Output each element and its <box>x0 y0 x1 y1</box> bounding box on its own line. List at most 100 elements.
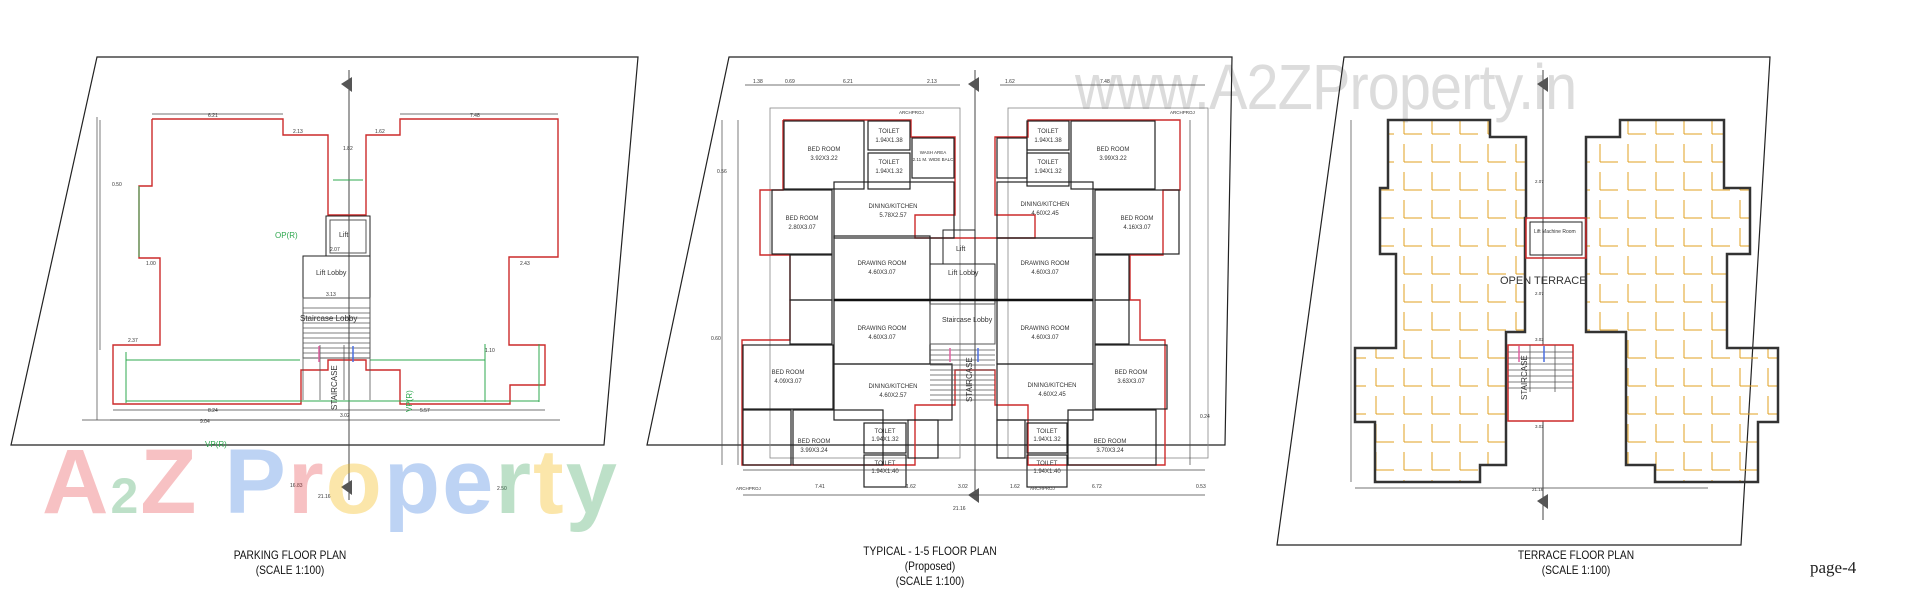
page-number: page-4 <box>1810 558 1857 577</box>
parking-floor-plan <box>10 56 639 500</box>
room-size: 4.60X3.07 <box>1031 335 1059 341</box>
staircase-label: STAIRCASE <box>330 365 339 410</box>
room-name: TOILET <box>1038 160 1059 166</box>
room-name: TOILET <box>875 429 896 435</box>
open-terrace-label: OPEN TERRACE <box>1500 275 1587 287</box>
room-name: DINING/KITCHEN <box>1027 383 1076 389</box>
logo-letter: Z <box>140 431 199 533</box>
staircase-lobby-label: Staircase Lobby <box>300 314 357 323</box>
room-size: 4.60X3.07 <box>868 270 896 276</box>
room-size: 1.94X1.32 <box>1034 169 1062 175</box>
room-name: DRAWING ROOM <box>857 326 906 332</box>
dim: 2.13 <box>927 79 937 85</box>
typical-floor-plan <box>646 56 1233 503</box>
dim: 0.53 <box>1196 484 1206 490</box>
dim: 7.48 <box>1100 79 1110 85</box>
dim: 2.43 <box>520 261 530 267</box>
logo-letter: r <box>287 431 326 533</box>
logo-letter: t <box>533 431 566 533</box>
room-size: 1.94X1.40 <box>871 469 899 475</box>
room-size: 3.99X3.22 <box>1099 156 1127 162</box>
dim: 1.00 <box>146 261 156 267</box>
room-size: 3.99X3.24 <box>800 448 828 454</box>
room-size: 3.63X3.07 <box>1117 379 1145 385</box>
room-size: 4.60X2.45 <box>1031 211 1059 217</box>
staircase-label: STAIRCASE <box>965 357 974 402</box>
room-name: BED ROOM <box>1097 147 1130 153</box>
plan-title: PARKING FLOOR PLAN <box>233 548 347 562</box>
dim: 21.16 <box>953 506 966 512</box>
plan-scale: (SCALE 1:100) <box>1541 563 1611 577</box>
vp-label-right: VP(R) <box>405 390 414 412</box>
room-size: 5.78X2.57 <box>879 213 907 219</box>
parking-plan-caption: PARKING FLOOR PLAN (SCALE 1:100) <box>205 548 375 578</box>
logo-letter: e <box>442 431 496 533</box>
room-name: BED ROOM <box>1121 216 1154 222</box>
plan-scale: (SCALE 1:100) <box>255 563 325 577</box>
dim: 21.16 <box>318 494 331 500</box>
lift-label: Lift <box>956 246 965 253</box>
dim: 3.02 <box>1535 337 1544 342</box>
room-size: 4.09X3.07 <box>774 379 802 385</box>
room-name: TOILET <box>879 160 900 166</box>
dim: 3.02 <box>1535 424 1544 429</box>
logo-letter: 2 <box>110 468 141 524</box>
room-size: 1.94X1.40 <box>1033 469 1061 475</box>
dim: 0.60 <box>711 336 721 342</box>
room-size: 3.70X3.24 <box>1096 448 1124 454</box>
dim: 2.37 <box>128 338 138 344</box>
room-size: 1.94X1.32 <box>871 437 899 443</box>
archproj-label: ARCHPROJ <box>736 486 761 491</box>
plan-title: TYPICAL - 1-5 FLOOR PLAN <box>863 544 997 558</box>
room-size: 4.16X3.07 <box>1123 225 1151 231</box>
dim: 2.07 <box>330 247 340 253</box>
lift-machine-label: Lift Machine Room <box>1534 229 1576 235</box>
dim: 8.24 <box>208 408 218 414</box>
dim: 1.62 <box>906 484 916 490</box>
room-name: DINING/KITCHEN <box>868 204 917 210</box>
dim: 1.38 <box>753 79 763 85</box>
room-size: 4.60X3.07 <box>1031 270 1059 276</box>
logo-letter: r <box>495 431 534 533</box>
dim: 7.41 <box>815 484 825 490</box>
dim: 3.13 <box>326 292 336 298</box>
plan-title: TERRACE FLOOR PLAN <box>1517 548 1635 562</box>
room-name: TOILET <box>879 129 900 135</box>
dim: 2.13 <box>293 129 303 135</box>
room-name: BED ROOM <box>1115 370 1148 376</box>
dim: 5.57 <box>420 408 430 414</box>
logo-letter: A <box>42 431 111 533</box>
room-name: DINING/KITCHEN <box>868 384 917 390</box>
staircase-lobby-label: Staircase Lobby <box>942 317 993 324</box>
room-name: BED ROOM <box>772 370 805 376</box>
dim: 7.48 <box>470 113 480 119</box>
room-name: TOILET <box>1037 429 1058 435</box>
dim: 0.56 <box>717 169 727 175</box>
logo-letter: y <box>565 431 619 533</box>
room-size: 2.11 M. WIDE BALC <box>913 157 954 162</box>
room-size: 4.60X2.57 <box>879 393 907 399</box>
room-name: TOILET <box>1037 461 1058 467</box>
lift-lobby-label: Lift Lobby <box>948 270 979 277</box>
room-size: 4.60X2.45 <box>1038 392 1066 398</box>
room-size: 1.94X1.38 <box>875 138 903 144</box>
lift-label: Lift <box>339 232 348 239</box>
room-size: 4.60X3.07 <box>868 335 896 341</box>
room-name: DINING/KITCHEN <box>1020 202 1069 208</box>
dim: 6.21 <box>843 79 853 85</box>
room-name: WASH AREA <box>920 150 947 155</box>
dim: 6.72 <box>1092 484 1102 490</box>
logo-letter: o <box>325 431 384 533</box>
logo-letter: p <box>383 431 443 533</box>
room-size: 3.92X3.22 <box>810 156 838 162</box>
room-name: BED ROOM <box>1094 439 1127 445</box>
room-name: BED ROOM <box>798 439 831 445</box>
dim: 9.04 <box>200 419 210 425</box>
dim: 0.69 <box>785 79 795 85</box>
archproj-label: ARCHPROJ <box>1030 486 1055 491</box>
dim: 1.62 <box>1010 484 1020 490</box>
typical-plan-caption: TYPICAL - 1-5 FLOOR PLAN (Proposed) (SCA… <box>828 544 1032 589</box>
lift-lobby-label: Lift Lobby <box>316 270 347 277</box>
